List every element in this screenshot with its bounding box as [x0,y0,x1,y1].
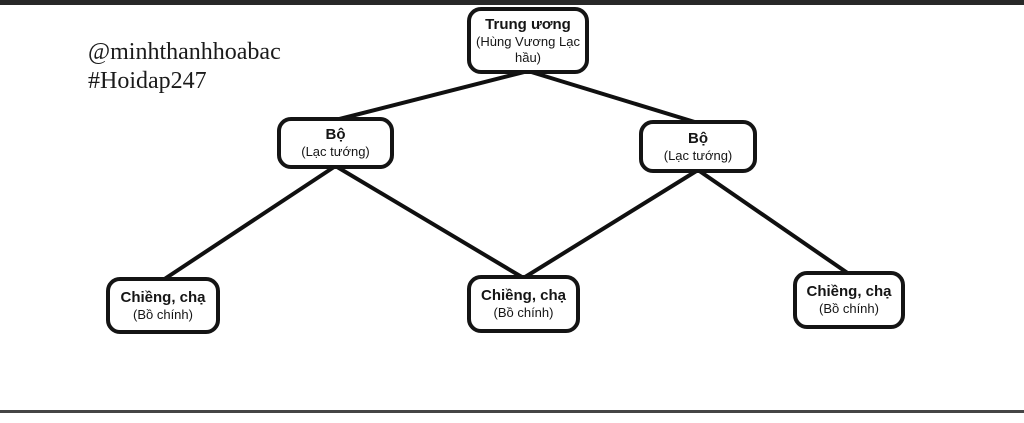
node-subtitle: (Hùng Vương Lạc hầu) [476,33,580,65]
node-title: Bộ [325,126,346,143]
edge-bo-right-to-chieng-right [696,168,851,276]
node-title: Bộ [688,129,708,147]
node-title: Trung ương [485,15,571,33]
watermark-hashtag: #Hoidap247 [88,68,207,95]
bottom-border-rule [0,410,1024,413]
edge-bo-right-to-chieng-mid [521,168,700,280]
node-subtitle: (Bồ chính) [133,306,193,322]
watermark-text: @minhthanhhoabac #Hoidap247 [88,38,281,97]
node-trung-uong: Trung ương (Hùng Vương Lạc hầu) [467,7,589,74]
edge-bo-left-to-chieng-left [161,164,338,282]
node-subtitle: (Bồ chính) [819,301,879,316]
watermark-handle: @minhthanhhoabac [88,39,281,65]
edge-bo-left-to-chieng-mid [333,164,526,280]
top-border-bar [0,0,1024,5]
node-chieng-right: Chiềng, chạ (Bồ chính) [793,271,905,329]
node-bo-right: Bộ (Lạc tướng) [639,120,757,173]
node-chieng-mid: Chiềng, chạ (Bồ chính) [467,275,580,333]
node-subtitle: (Lạc tướng) [301,144,370,159]
node-title: Chiềng, chạ [120,288,206,306]
node-bo-left: Bộ (Lạc tướng) [277,117,394,169]
node-title: Chiềng, chạ [480,287,566,304]
edge-trung-uong-to-bo-right [526,69,700,125]
edge-trung-uong-to-bo-left [333,69,530,122]
node-subtitle: (Bồ chính) [493,305,554,320]
node-chieng-left: Chiềng, chạ (Bồ chính) [106,277,220,334]
node-subtitle: (Lạc tướng) [663,147,733,163]
node-title: Chiềng, chạ [806,283,892,300]
